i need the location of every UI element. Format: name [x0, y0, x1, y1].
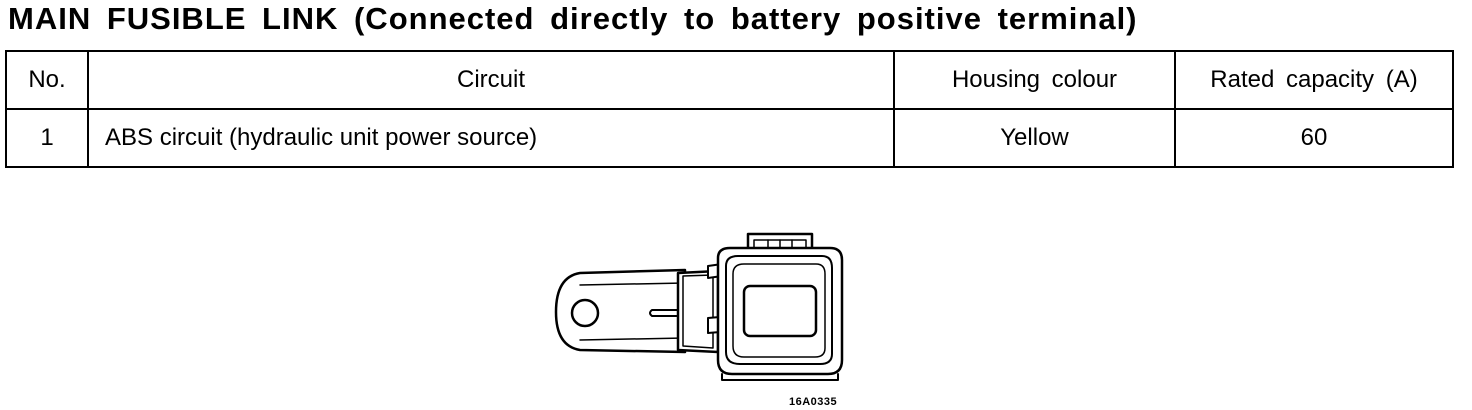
fusible-link-connector-icon	[554, 232, 844, 381]
fusible-link-table: No. Circuit Housing colour Rated capacit…	[5, 50, 1454, 168]
column-header-housing-colour: Housing colour	[893, 50, 1176, 110]
page-title: MAIN FUSIBLE LINK (Connected directly to…	[8, 1, 1138, 36]
cell-housing-colour: Yellow	[893, 108, 1176, 168]
cell-circuit: ABS circuit (hydraulic unit power source…	[87, 108, 895, 168]
column-header-no: No.	[5, 50, 89, 110]
table-header-row: No. Circuit Housing colour Rated capacit…	[5, 50, 1454, 110]
table-row: 1 ABS circuit (hydraulic unit power sour…	[5, 108, 1454, 168]
cell-rated-capacity: 60	[1174, 108, 1454, 168]
figure-label: 16A0335	[789, 396, 838, 408]
cell-no: 1	[5, 108, 89, 168]
column-header-circuit: Circuit	[87, 50, 895, 110]
column-header-rated-capacity: Rated capacity (A)	[1174, 50, 1454, 110]
